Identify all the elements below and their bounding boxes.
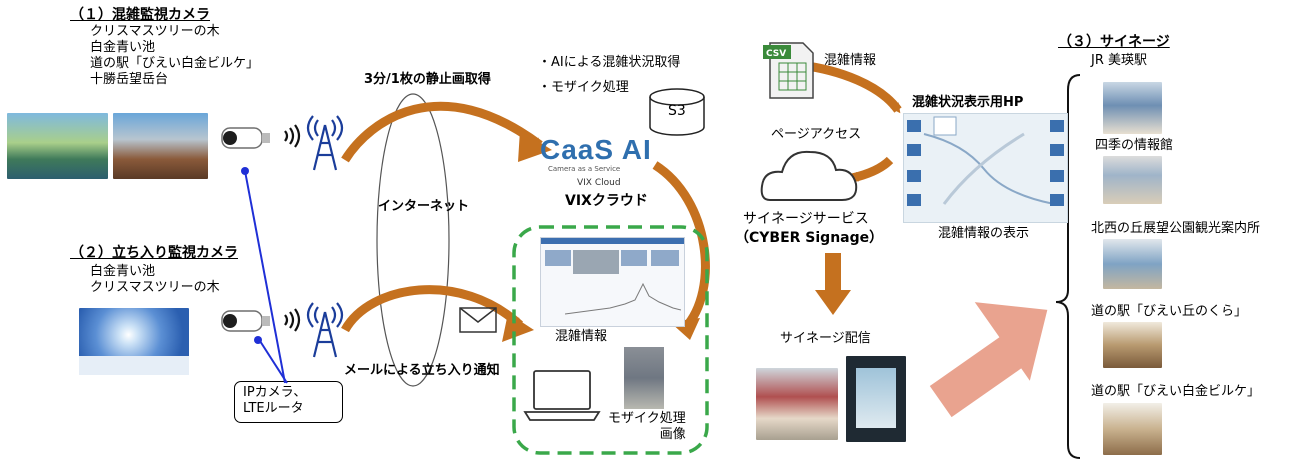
- s3-database-icon: [649, 88, 705, 136]
- blue-line: [244, 170, 286, 384]
- laptop-icon: [523, 370, 601, 421]
- envelope-icon: [459, 307, 497, 333]
- section2-heading: （２）立ち入り監視カメラ: [70, 245, 238, 261]
- caas-logo-text: CaaS AI: [540, 134, 652, 165]
- pond-photo: [7, 113, 108, 179]
- snow-ground: [79, 356, 189, 375]
- mosaic-image-label: モザイク処理 画像: [608, 411, 686, 442]
- camera-icon: [221, 310, 270, 332]
- ai-feature-1: ・AIによる混雑状況取得: [538, 55, 681, 70]
- location-item: 白金青い池: [90, 40, 156, 55]
- signage-location-photo: [1103, 403, 1162, 455]
- section3-heading: （３）サイネージ: [1058, 34, 1170, 50]
- location-item: 白金青い池: [90, 264, 156, 279]
- signage-service-label-2: （CYBER Signage）: [735, 230, 884, 246]
- internet-ellipse: [376, 93, 450, 387]
- arrow-signage-delivery: [815, 253, 851, 315]
- signage-location: 北西の丘展望公園観光案内所: [1091, 221, 1261, 236]
- ip-camera-box: IPカメラ、 LTEルータ: [234, 381, 343, 423]
- blue-dot: [254, 336, 262, 344]
- caas-ai-logo: CaaS AI Camera as a Service: [532, 134, 657, 184]
- s3-label: S3: [668, 103, 686, 119]
- section1-location-list: クリスマスツリーの木 白金青い池 道の駅「びえい白金ビルケ」 十勝岳望岳台: [90, 24, 259, 88]
- signage-location-photo: [1103, 156, 1162, 204]
- vix-cloud-label: VIXクラウド: [565, 193, 648, 209]
- arrowhead: [502, 313, 534, 342]
- dashboard-screenshot: [540, 237, 685, 327]
- signage-delivery-label: サイネージ配信: [780, 331, 871, 346]
- signage-brace: [1055, 74, 1081, 459]
- antenna-tower-icon: [306, 115, 344, 171]
- big-arrow: [929, 302, 1048, 418]
- blue-line: [259, 340, 288, 384]
- csv-file-icon: [763, 42, 814, 99]
- congestion-info-top: 混雑情報: [824, 53, 877, 68]
- internet-label: インターネット: [378, 199, 470, 214]
- section2-location-list: 白金青い池 クリスマスツリーの木: [90, 264, 220, 296]
- still-image-label: 3分/1枚の静止画取得: [364, 72, 491, 87]
- email-notice-label: メールによる立ち入り通知: [344, 363, 500, 378]
- location-item: クリスマスツリーの木: [90, 280, 220, 295]
- signage-location-photo: [1103, 239, 1162, 289]
- signage-photo-2: [846, 356, 906, 442]
- arrowhead: [518, 130, 552, 162]
- signage-location: 四季の情報館: [1095, 138, 1174, 153]
- signage-location: JR 美瑛駅: [1091, 53, 1147, 68]
- antenna-tower-icon: [306, 302, 344, 358]
- location-item: クリスマスツリーの木: [90, 24, 220, 39]
- location-item: 十勝岳望岳台: [90, 72, 169, 87]
- location-item: 道の駅「びえい白金ビルケ」: [90, 56, 260, 71]
- hp-screenshot: [903, 113, 1068, 223]
- arrow-email: [341, 285, 524, 333]
- signage-location-photo: [1103, 322, 1162, 368]
- signage-service-label-1: サイネージサービス: [743, 211, 869, 227]
- signage-location: 道の駅「びえい白金ビルケ」: [1091, 384, 1261, 399]
- section1-heading: （１）混雑監視カメラ: [70, 7, 210, 23]
- vix-output-box: [512, 225, 709, 455]
- wireless-signal-icon: [284, 124, 301, 148]
- snow-tree-photo: [79, 308, 189, 375]
- signage-location: 道の駅「びえい丘のくら」: [1091, 304, 1248, 319]
- cloud-icon: [760, 150, 858, 201]
- vix-cloud-small: VIX Cloud: [577, 178, 621, 188]
- signage-photo-1: [756, 368, 838, 440]
- page-access-label: ページアクセス: [771, 127, 862, 142]
- arrow-to-cloud: [341, 101, 544, 163]
- network-lines: [244, 170, 288, 384]
- caas-logo-sub: Camera as a Service: [548, 165, 621, 173]
- mosaic-photo: [624, 347, 664, 409]
- arrow-csv-to-hp: [799, 60, 902, 114]
- csv-label: CSV: [766, 49, 787, 59]
- congestion-info-box-label: 混雑情報: [555, 329, 608, 344]
- ai-feature-2: ・モザイク処理: [538, 80, 629, 95]
- blue-dot: [241, 167, 249, 175]
- wireless-signal-icon: [284, 308, 301, 332]
- arrow-hp-to-signage: [848, 156, 894, 183]
- arrow-cloud-to-box: [652, 161, 710, 332]
- signage-location-photo: [1103, 82, 1162, 134]
- tree-photo: [113, 113, 208, 179]
- hp-caption: 混雑情報の表示: [938, 226, 1030, 241]
- hp-title: 混雑状況表示用HP: [912, 95, 1024, 110]
- camera-icon: [221, 127, 270, 149]
- ip-camera-label: IPカメラ、 LTEルータ: [243, 385, 307, 416]
